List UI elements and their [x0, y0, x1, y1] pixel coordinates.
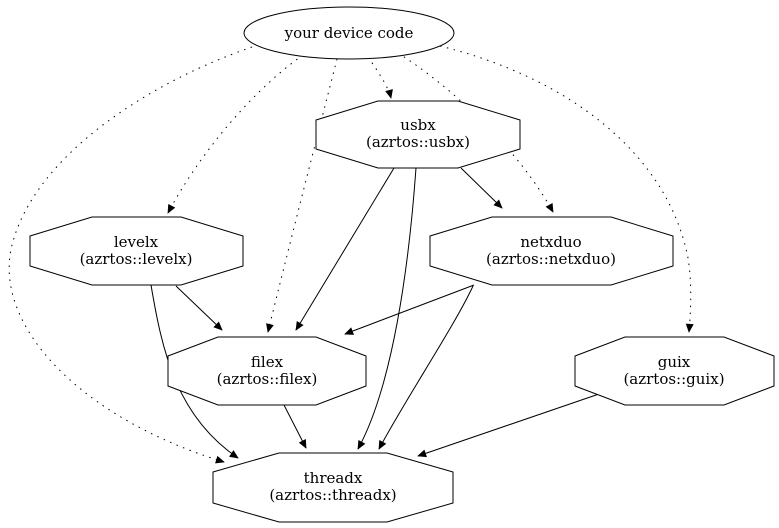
- guix-package: (azrtos::guix): [623, 370, 724, 388]
- node-filex: filex (azrtos::filex): [167, 336, 367, 406]
- edge-device-usbx: [367, 56, 393, 99]
- netxduo-package: (azrtos::netxduo): [486, 250, 616, 268]
- usbx-name: usbx: [400, 116, 436, 134]
- filex-octagon: [167, 336, 367, 406]
- threadx-package: (azrtos::threadx): [269, 486, 396, 504]
- filex-package: (azrtos::filex): [217, 370, 318, 388]
- edge-device-filex: [266, 58, 338, 333]
- edge-device-threadx: [8, 46, 253, 464]
- usbx-octagon: [315, 100, 521, 169]
- nodes-layer: your device code usbx (azrtos::usbx) lev…: [29, 6, 775, 523]
- edge-device-guix: [439, 45, 694, 333]
- edge-netxduo-threadx: [378, 285, 474, 450]
- levelx-name: levelx: [114, 233, 159, 251]
- node-usbx: usbx (azrtos::usbx): [315, 100, 521, 169]
- your-device-code-ellipse: [243, 6, 455, 60]
- node-threadx: threadx (azrtos::threadx): [212, 452, 454, 523]
- netxduo-octagon: [429, 216, 674, 286]
- edge-device-netxduo: [397, 52, 554, 213]
- edge-guix-threadx: [417, 393, 600, 458]
- node-netxduo: netxduo (azrtos::netxduo): [429, 216, 674, 286]
- your-device-code-label: your device code: [284, 24, 414, 42]
- edge-usbx-threadx: [357, 167, 417, 450]
- netxduo-name: netxduo: [520, 233, 581, 251]
- node-guix: guix (azrtos::guix): [574, 336, 775, 406]
- edge-usbx-netxduo: [460, 167, 503, 209]
- filex-name: filex: [251, 353, 284, 371]
- guix-name: guix: [658, 353, 691, 371]
- usbx-package: (azrtos::usbx): [366, 133, 470, 151]
- node-your-device-code: your device code: [243, 6, 455, 60]
- edge-levelx-filex: [175, 285, 223, 331]
- node-levelx: levelx (azrtos::levelx): [29, 216, 244, 286]
- threadx-octagon: [212, 452, 454, 523]
- levelx-octagon: [29, 216, 244, 286]
- guix-octagon: [574, 336, 775, 406]
- edge-usbx-filex: [295, 167, 395, 331]
- edge-filex-threadx: [283, 404, 307, 449]
- edge-netxduo-filex: [344, 284, 475, 335]
- edges-layer: [8, 45, 694, 464]
- levelx-package: (azrtos::levelx): [80, 250, 193, 268]
- edge-device-levelx: [167, 54, 304, 214]
- threadx-name: threadx: [304, 469, 363, 487]
